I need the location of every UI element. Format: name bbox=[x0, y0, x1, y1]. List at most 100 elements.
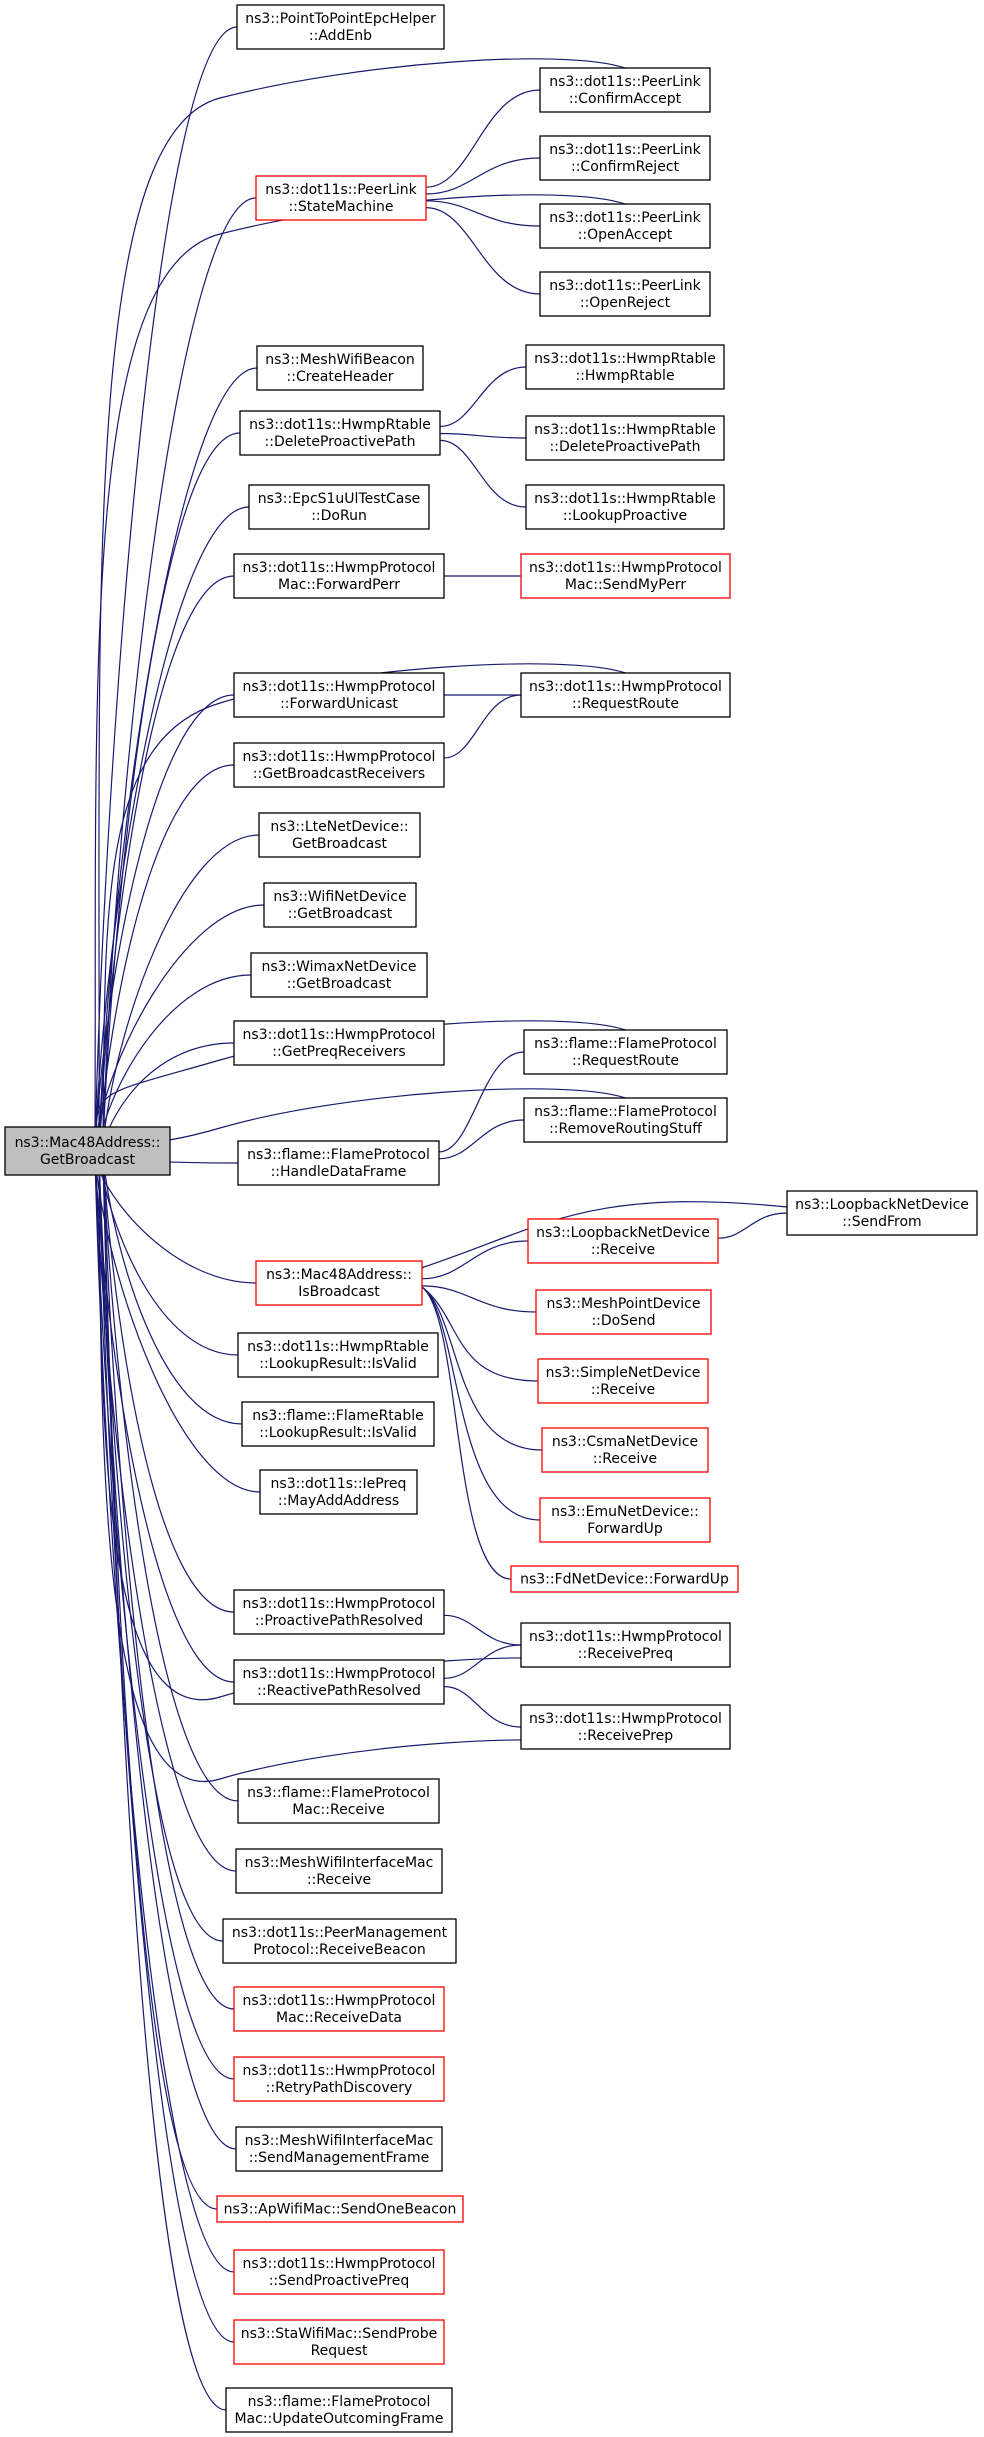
graph-node-loopback_sendfrom[interactable]: ns3::LoopbackNetDevice::SendFrom bbox=[786, 1190, 978, 1236]
graph-node-hr_deleteproactivepath2[interactable]: ns3::dot11s::HwmpRtable::DeleteProactive… bbox=[525, 415, 725, 461]
node-label-line: ::GetBroadcast bbox=[288, 906, 393, 922]
graph-node-hr_deleteproactivepath[interactable]: ns3::dot11s::HwmpRtable::DeleteProactive… bbox=[239, 410, 441, 456]
node-box bbox=[250, 952, 428, 998]
node-label-line: ::Receive bbox=[591, 1242, 655, 1258]
graph-node-fd_forwardup[interactable]: ns3::FdNetDevice::ForwardUp bbox=[510, 1565, 739, 1593]
node-box bbox=[233, 1020, 445, 1066]
node-label-line: ns3::dot11s::PeerLink bbox=[549, 142, 701, 158]
graph-node-csma_receive[interactable]: ns3::CsmaNetDevice::Receive bbox=[541, 1427, 709, 1473]
graph-node-mwb_createheader[interactable]: ns3::MeshWifiBeacon::CreateHeader bbox=[256, 345, 424, 391]
node-box bbox=[241, 1401, 435, 1447]
graph-node-meshpoint_dosend[interactable]: ns3::MeshPointDevice::DoSend bbox=[535, 1289, 712, 1335]
node-box bbox=[527, 1218, 719, 1264]
call-edge-pl_openaccept-to-root bbox=[95, 194, 626, 1145]
graph-node-hp_sendproactivepreq[interactable]: ns3::dot11s::HwmpProtocol::SendProactive… bbox=[233, 2249, 445, 2295]
node-label-line: ns3::Mac48Address:: bbox=[15, 1135, 161, 1151]
call-edge-mwim_sendmanagementframe-to-root bbox=[99, 1157, 237, 2150]
node-label-line: ns3::dot11s::HwmpProtocol bbox=[243, 560, 436, 576]
node-box bbox=[520, 553, 731, 599]
node-label-line: ns3::MeshWifiInterfaceMac bbox=[245, 2133, 434, 2149]
node-box bbox=[233, 672, 445, 718]
node-box bbox=[237, 1778, 440, 1824]
graph-node-fpm_updateoutcomingframe[interactable]: ns3::flame::FlameProtocolMac::UpdateOutc… bbox=[225, 2387, 453, 2433]
graph-node-pl_openaccept[interactable]: ns3::dot11s::PeerLink::OpenAccept bbox=[539, 203, 711, 249]
graph-node-loopback_receive[interactable]: ns3::LoopbackNetDevice::Receive bbox=[527, 1218, 719, 1264]
node-label-line: ::RetryPathDiscovery bbox=[266, 2080, 413, 2096]
graph-node-ap_sendonebeacon[interactable]: ns3::ApWifiMac::SendOneBeacon bbox=[216, 2195, 464, 2223]
node-box bbox=[525, 415, 725, 461]
call-edge-hp_sendproactivepreq-to-root bbox=[95, 1157, 235, 2273]
graph-node-simple_receive[interactable]: ns3::SimpleNetDevice::Receive bbox=[537, 1358, 709, 1404]
graph-node-fp_handledataframe[interactable]: ns3::flame::FlameProtocol::HandleDataFra… bbox=[237, 1140, 440, 1186]
graph-node-hr_hwmprtable[interactable]: ns3::dot11s::HwmpRtable::HwmpRtable bbox=[525, 344, 725, 390]
graph-node-hpm_receivedata[interactable]: ns3::dot11s::HwmpProtocolMac::ReceiveDat… bbox=[233, 1986, 445, 2032]
node-label-line: ::Receive bbox=[591, 1382, 655, 1398]
graph-node-epc_dorun[interactable]: ns3::EpcS1uUlTestCase::DoRun bbox=[248, 484, 430, 530]
graph-node-emu_forwardup[interactable]: ns3::EmuNetDevice::ForwardUp bbox=[539, 1497, 711, 1543]
node-label-line: IsBroadcast bbox=[298, 1284, 380, 1300]
call-edge-hp_receiveprep-to-root bbox=[99, 1157, 626, 1782]
call-edge-fp_requestroute-to-fp_handledataframe bbox=[439, 1051, 525, 1152]
call-edge-pl_confirmreject-to-pl_statemachine bbox=[426, 157, 541, 194]
graph-node-hp_reactivepathresolved[interactable]: ns3::dot11s::HwmpProtocol::ReactivePathR… bbox=[233, 1659, 445, 1705]
call-edge-simple_receive-to-mac48_isbroadcast bbox=[422, 1287, 539, 1382]
graph-node-hp_receiveprep[interactable]: ns3::dot11s::HwmpProtocol::ReceivePrep bbox=[520, 1704, 731, 1750]
graph-node-iepreq_mayaddaddress[interactable]: ns3::dot11s::IePreq::MayAddAddress bbox=[259, 1469, 418, 1515]
node-box bbox=[4, 1126, 171, 1176]
graph-node-hp_getpreqreceivers[interactable]: ns3::dot11s::HwmpProtocol::GetPreqReceiv… bbox=[233, 1020, 445, 1066]
node-label-line: ::OpenAccept bbox=[578, 227, 673, 243]
graph-node-pl_statemachine[interactable]: ns3::dot11s::PeerLink::StateMachine bbox=[255, 175, 427, 221]
node-label-line: ::AddEnb bbox=[309, 28, 372, 44]
node-label-line: ::ProactivePathResolved bbox=[255, 1613, 423, 1629]
graph-node-wimax_getbroadcast[interactable]: ns3::WimaxNetDevice::GetBroadcast bbox=[250, 952, 428, 998]
graph-node-hr_lookupresult_isvalid[interactable]: ns3::dot11s::HwmpRtable::LookupResult::I… bbox=[237, 1332, 439, 1378]
graph-node-hp_requestroute[interactable]: ns3::dot11s::HwmpProtocol::RequestRoute bbox=[520, 672, 731, 718]
graph-node-wifi_getbroadcast[interactable]: ns3::WifiNetDevice::GetBroadcast bbox=[263, 882, 417, 928]
graph-node-root[interactable]: ns3::Mac48Address::GetBroadcast bbox=[4, 1126, 171, 1176]
graph-node-pl_confirmaccept[interactable]: ns3::dot11s::PeerLink::ConfirmAccept bbox=[539, 67, 711, 113]
graph-node-fp_requestroute[interactable]: ns3::flame::FlameProtocol::RequestRoute bbox=[523, 1029, 728, 1075]
node-label-line: ns3::flame::FlameRtable bbox=[252, 1408, 424, 1424]
graph-node-lte_getbroadcast[interactable]: ns3::LteNetDevice::GetBroadcast bbox=[258, 812, 421, 858]
node-label-line: ::ForwardUnicast bbox=[280, 696, 398, 712]
call-edge-mwb_createheader-to-root bbox=[99, 367, 258, 1145]
call-edge-hr_lookupproactive-to-hr_deleteproactivepath bbox=[440, 440, 527, 508]
node-label-line: ::HandleDataFrame bbox=[271, 1164, 407, 1180]
graph-node-fr_lookupresult_isvalid[interactable]: ns3::flame::FlameRtable::LookupResult::I… bbox=[241, 1401, 435, 1447]
graph-node-pl_openreject[interactable]: ns3::dot11s::PeerLink::OpenReject bbox=[539, 271, 711, 317]
graph-node-hp_retrypathdiscovery[interactable]: ns3::dot11s::HwmpProtocol::RetryPathDisc… bbox=[233, 2056, 445, 2102]
graph-node-pl_confirmreject[interactable]: ns3::dot11s::PeerLink::ConfirmReject bbox=[539, 135, 711, 181]
graph-node-mwim_sendmanagementframe[interactable]: ns3::MeshWifiInterfaceMac::SendManagemen… bbox=[235, 2126, 443, 2172]
call-edge-pl_openaccept-to-pl_statemachine bbox=[426, 201, 541, 227]
node-box bbox=[255, 175, 427, 221]
call-edge-hp_retrypathdiscovery-to-root bbox=[95, 1157, 235, 2080]
graph-node-pmp_receivebeacon[interactable]: ns3::dot11s::PeerManagementProtocol::Rec… bbox=[222, 1918, 457, 1964]
graph-node-mac48_isbroadcast[interactable]: ns3::Mac48Address::IsBroadcast bbox=[255, 1260, 423, 1306]
node-label-line: ns3::dot11s::HwmpRtable bbox=[534, 351, 716, 367]
call-edge-lte_getbroadcast-to-root bbox=[103, 834, 260, 1145]
graph-node-fp_removeroutingstuff[interactable]: ns3::flame::FlameProtocol::RemoveRouting… bbox=[523, 1097, 728, 1143]
node-label-line: ns3::dot11s::HwmpProtocol bbox=[243, 1993, 436, 2009]
graph-node-hp_getbroadcastreceivers[interactable]: ns3::dot11s::HwmpProtocol::GetBroadcastR… bbox=[233, 742, 445, 788]
node-label-line: Mac::ForwardPerr bbox=[278, 577, 400, 593]
node-label-line: ns3::dot11s::HwmpProtocol bbox=[243, 2256, 436, 2272]
graph-node-hp_receivepreq[interactable]: ns3::dot11s::HwmpProtocol::ReceivePreq bbox=[520, 1622, 731, 1668]
node-box bbox=[539, 1497, 711, 1543]
graph-node-hr_lookupproactive[interactable]: ns3::dot11s::HwmpRtable::LookupProactive bbox=[525, 484, 725, 530]
graph-node-hpm_forwardperr[interactable]: ns3::dot11s::HwmpProtocolMac::ForwardPer… bbox=[233, 553, 445, 599]
node-label-line: ::DeleteProactivePath bbox=[265, 434, 416, 450]
call-edge-hp_requestroute-to-hp_getbroadcastreceivers bbox=[444, 694, 522, 758]
node-label-line: ::DeleteProactivePath bbox=[550, 439, 701, 455]
graph-node-hp_proactivepathresolved[interactable]: ns3::dot11s::HwmpProtocol::ProactivePath… bbox=[233, 1589, 445, 1635]
node-box bbox=[258, 812, 421, 858]
node-label-line: Request bbox=[311, 2343, 368, 2359]
node-label-line: ns3::flame::FlameProtocol bbox=[248, 2394, 431, 2410]
call-edge-csma_receive-to-mac48_isbroadcast bbox=[422, 1287, 543, 1451]
graph-node-mwim_receive[interactable]: ns3::MeshWifiInterfaceMac::Receive bbox=[235, 1848, 443, 1894]
graph-node-hp_forwardunicast[interactable]: ns3::dot11s::HwmpProtocol::ForwardUnicas… bbox=[233, 672, 445, 718]
graph-node-p2p_addenb[interactable]: ns3::PointToPointEpcHelper::AddEnb bbox=[236, 4, 445, 50]
node-label-line: ns3::dot11s::HwmpProtocol bbox=[529, 679, 722, 695]
